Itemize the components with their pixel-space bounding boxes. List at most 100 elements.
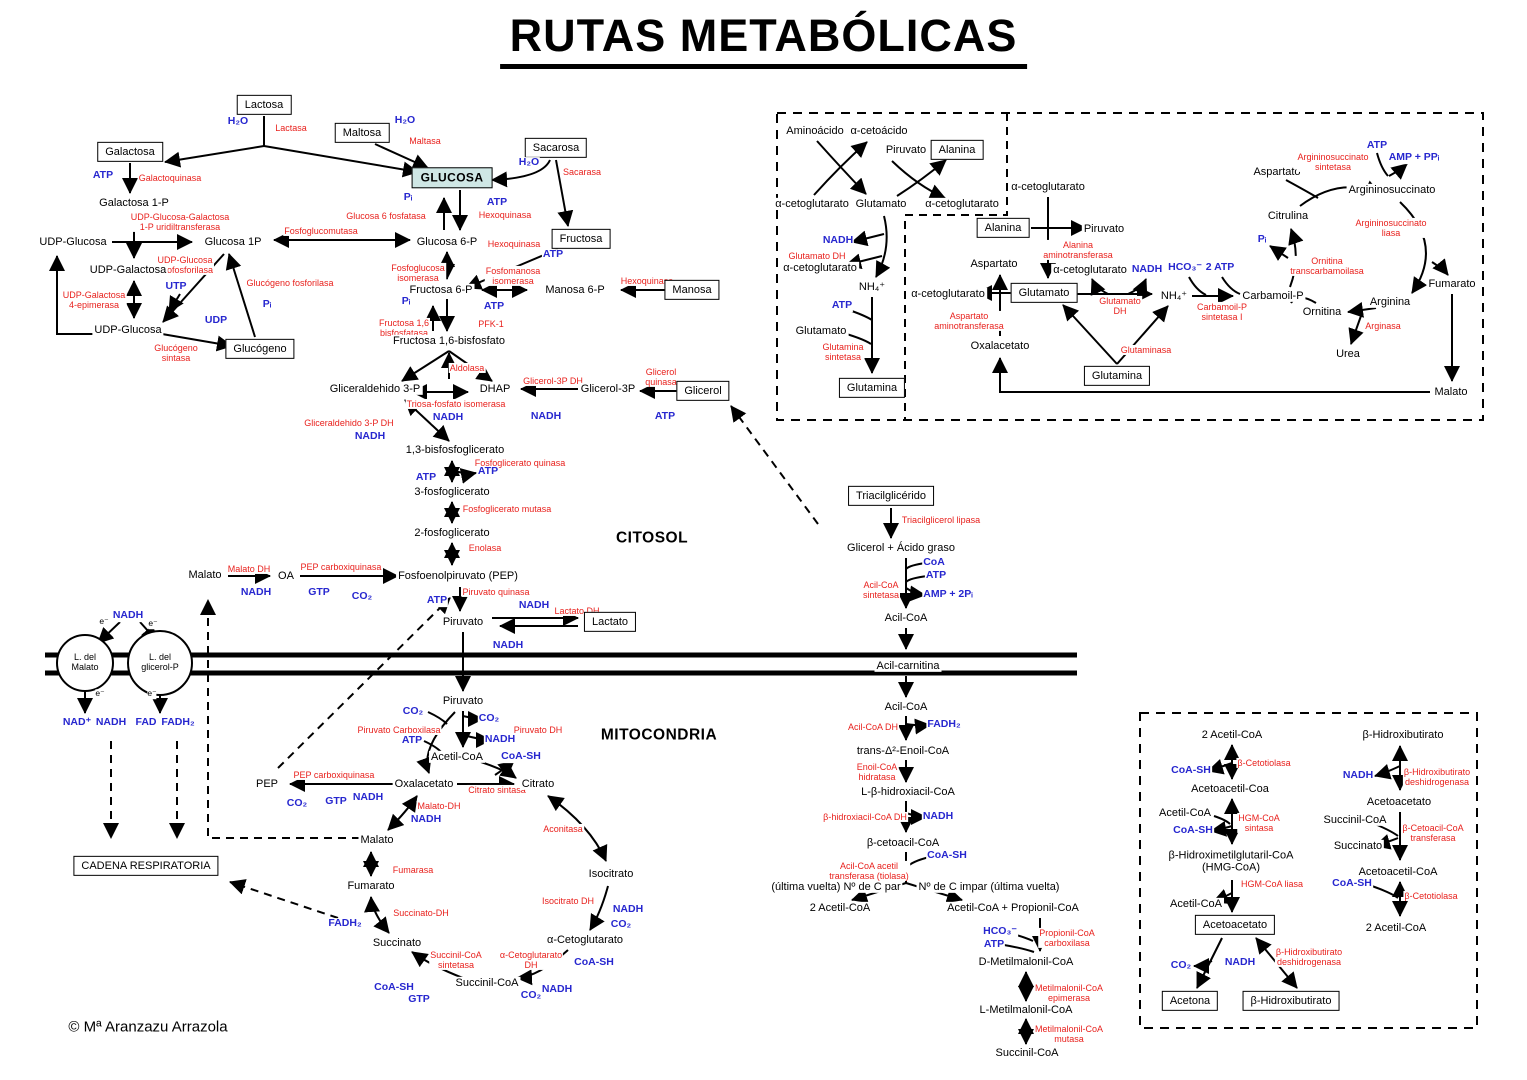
cofactor-label-atp: ATP	[91, 169, 115, 182]
enzyme-label-gluc-geno-sintasa: Glucógeno sintasa	[153, 342, 199, 364]
cofactor-label-atp: ATP	[653, 410, 677, 423]
arrow	[161, 333, 233, 352]
enzyme-label-fosfoglicerato-quinasa: Fosfoglicerato quinasa	[473, 457, 567, 469]
enzyme-label-isocitrato-dh: Isocitrato DH	[540, 895, 596, 907]
metabolite-udp-glucosa: UDP-Glucosa	[37, 235, 109, 249]
enzyme-label-fosfoglicerato-mutasa: Fosfoglicerato mutasa	[461, 503, 553, 515]
enzyme-label-acil-coa-acetil-transferasa-tiolasa: Acil-CoA acetil transferasa (tiolasa)	[828, 860, 910, 882]
metabolite-box-alanina: Alanina	[930, 139, 984, 161]
metabolite-box-maltosa: Maltosa	[334, 122, 390, 144]
cofactor-label-atp: ATP	[830, 299, 854, 312]
metabolite-fosfoenolpiruvato-pep: Fosfoenolpiruvato (PEP)	[396, 569, 520, 583]
dashed-arrow	[730, 405, 819, 525]
cofactor-label-atp: ATP	[482, 300, 506, 313]
metabolite-2-acetil-coa: 2 Acetil-CoA	[807, 901, 873, 915]
arrow	[427, 711, 448, 725]
cofactor-label-coa-sh: CoA-SH	[1172, 824, 1214, 837]
cofactor-label-nadh: NADH	[94, 716, 128, 729]
metabolite-box-galactosa: Galactosa	[97, 141, 163, 163]
cofactor-label-nadh: NADH	[483, 733, 517, 746]
cofactor-label-atp: ATP	[400, 734, 424, 747]
enzyme-label-cetoacil-coa-transferasa: β-Cetoacil-CoA transferasa	[1401, 822, 1465, 844]
metabolite-udp-galactosa: UDP-Galactosa	[87, 263, 169, 277]
cofactor-label-p: Pᵢ	[261, 298, 273, 311]
enzyme-label-acil-coa-dh: Acil-CoA DH	[846, 721, 900, 733]
arrow	[416, 711, 456, 774]
enzyme-label-glutamato-dh: Glutamato DH	[1098, 295, 1142, 317]
cofactor-label-utp: UTP	[164, 280, 188, 293]
metabolite-box-sacarosa: Sacarosa	[524, 137, 588, 159]
enzyme-label-ornitina-transcarbamoilasa: Ornitina transcarbamoilasa	[1289, 255, 1365, 277]
enzyme-label-pfk-1: PFK-1	[477, 318, 505, 330]
arrow	[491, 159, 551, 188]
enzyme-label-glicerol-3p-dh: Glicerol-3P DH	[522, 375, 584, 387]
arrow	[851, 230, 885, 247]
metabolite-galactosa-1-p: Galactosa 1-P	[97, 196, 171, 210]
metabolite-fumarato: Fumarato	[1426, 277, 1478, 291]
metabolite-amino-cido: Aminoácido	[784, 124, 846, 138]
metabolite-2-fosfoglicerato: 2-fosfoglicerato	[412, 526, 492, 540]
cofactor-label-coa-sh: CoA-SH	[926, 849, 968, 862]
arrow	[589, 885, 609, 931]
cofactor-label-amp-2p: AMP + 2Pᵢ	[922, 588, 974, 601]
metabolite-aspartato: Aspartato	[968, 257, 1020, 271]
cofactor-label-atp: ATP	[485, 196, 509, 209]
enzyme-label-udp-galactosa-4-epimerasa: UDP-Galactosa 4-epimerasa	[61, 289, 127, 311]
cofactor-label-nad: NAD⁺	[61, 716, 93, 729]
arrow	[1003, 944, 1035, 953]
arrow	[1348, 312, 1364, 345]
cofactor-label-coa-sh: CoA-SH	[573, 956, 615, 969]
metabolite-citrato: Citrato	[519, 777, 557, 791]
cofactor-label-atp: ATP	[982, 938, 1006, 951]
cofactor-label-co: CO₂	[350, 590, 374, 603]
metabolite-acetil-coa-propionil-coa: Acetil-CoA + Propionil-CoA	[945, 901, 1081, 915]
cofactor-label-atp: ATP	[541, 248, 565, 261]
cofactor-label-atp: ATP	[1365, 139, 1389, 152]
metabolite-glutamato: Glutamato	[853, 197, 909, 211]
enzyme-label-gluc-geno-fosforilasa: Glucógeno fosforilasa	[245, 277, 335, 289]
enzyme-label-argininosuccinato-sintetasa: Argininosuccinato sintetasa	[1296, 151, 1370, 173]
metabolite-box-glutamina: Glutamina	[1083, 365, 1151, 387]
metabolite-glutamato: Glutamato	[793, 324, 849, 338]
metabolite-box-acetona: Acetona	[1161, 990, 1219, 1012]
arrow	[992, 357, 1430, 393]
metabolite-cetoglutarato: α-cetoglutarato	[773, 197, 851, 211]
metabolite-cetoglutarato: α-Cetoglutarato	[544, 933, 626, 947]
arrow	[1221, 276, 1241, 295]
arrow	[401, 350, 450, 382]
metabolite-gliceraldehido-3-p: Gliceraldehido 3-P	[327, 382, 423, 396]
metabolite-box-cadena-respiratoria: CADENA RESPIRATORIA	[73, 855, 219, 877]
cofactor-label-2-atp: 2 ATP	[1204, 261, 1236, 274]
cofactor-label-atp: ATP	[476, 465, 500, 478]
metabolite-piruvato: Piruvato	[440, 615, 486, 629]
metabolite-box-alanina: Alanina	[976, 217, 1030, 239]
metabolite-glicerol-3p: Glicerol-3P	[578, 382, 638, 396]
enzyme-label-argininosuccinato-liasa: Argininosuccinato liasa	[1354, 217, 1428, 239]
cofactor-label-nadh: NADH	[431, 411, 465, 424]
arrow	[168, 293, 184, 313]
enzyme-label-succinil-coa-sintetasa: Succinil-CoA sintetasa	[429, 949, 483, 971]
metabolite-malato: Malato	[358, 833, 396, 847]
enzyme-label-glutamina-sintetasa: Glutamina sintetasa	[821, 341, 865, 363]
cofactor-label-coa-sh: CoA-SH	[1170, 764, 1212, 777]
metabolite-argininosuccinato: Argininosuccinato	[1346, 183, 1438, 197]
arrow	[164, 145, 265, 168]
metabolite-ltima-vuelta-n-de-c-par: (última vuelta) Nº de C par	[769, 880, 903, 894]
enzyme-label-hexoquinasa: Hexoquinasa	[477, 209, 533, 221]
metabolite-acetil-coa: Acetil-CoA	[1157, 806, 1213, 820]
electron-label-e: e⁻	[148, 618, 158, 629]
cofactor-label-fad: FAD	[134, 716, 158, 729]
enzyme-label-metilmalonil-coa-epimerasa: Metilmalonil-CoA epimerasa	[1033, 982, 1105, 1004]
cofactor-label-hco: HCO₃⁻	[982, 925, 1018, 938]
metabolite-trans-enoil-coa: trans-Δ²-Enoil-CoA	[854, 744, 952, 758]
electron-label-e: e⁻	[147, 688, 157, 699]
enzyme-label-fructosa-1-6-bisfosfatasa: Fructosa 1,6 bisfosfatasa	[377, 317, 431, 339]
metabolite-succinato: Succinato	[1331, 839, 1385, 853]
cofactor-label-fadh: FADH₂	[327, 917, 363, 930]
enzyme-label-pep-carboxiquinasa: PEP carboxiquinasa	[299, 561, 383, 573]
metabolite-acil-coa: Acil-CoA	[882, 611, 930, 625]
cofactor-label-nadh: NADH	[1130, 263, 1164, 276]
metabolite-malato: Malato	[186, 568, 224, 582]
arrow	[1213, 815, 1231, 825]
